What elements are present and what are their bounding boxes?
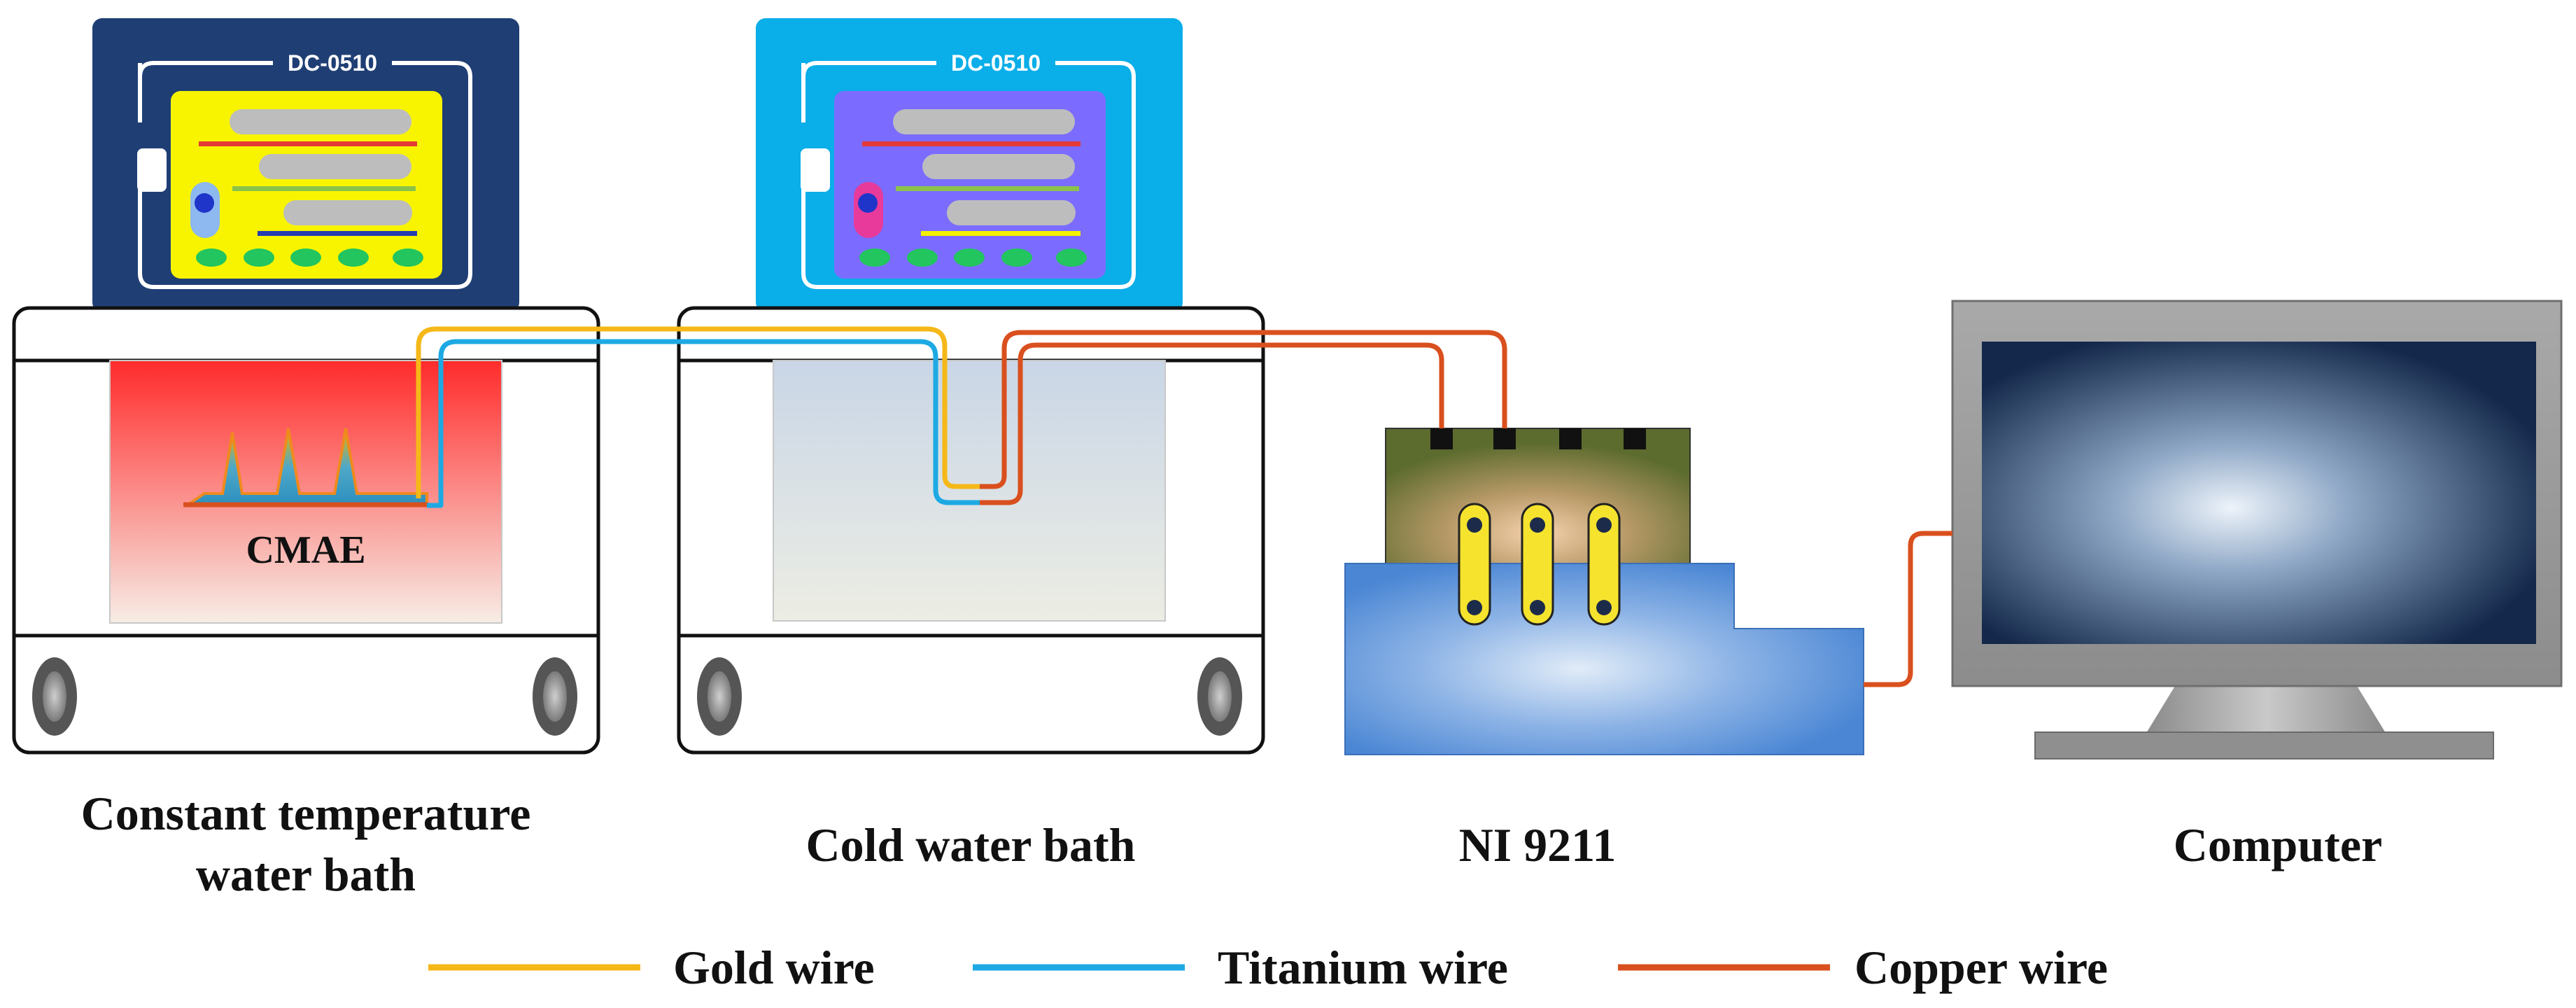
controller-cold-tab [801,148,830,192]
copper-wire-3 [1864,531,1952,687]
monitor-base [2034,732,2494,760]
computer-monitor [1951,300,2563,760]
hot-bath-water [109,360,502,624]
controller-cold-frame [801,61,1136,289]
copper-wire-1 [980,330,1507,489]
cold-bath-water [773,360,1166,622]
controller-cold: DC-0510 [756,18,1183,312]
controller-hot-model: DC-0510 [288,50,377,76]
controller-cold-knob [858,193,878,213]
legend-copper-label: Copper wire [1854,941,2108,994]
hot-bath-caption-line2: water bath [196,848,416,901]
controller-hot-frame [138,61,472,289]
cold-bath-caption: Cold water bath [806,818,1136,872]
monitor-stand [2144,686,2388,736]
cold-water-bath [677,306,1265,755]
copper-wire-2 [980,342,1444,505]
legend-titanium-label: Titanium wire [1218,941,1508,994]
daq-caption: NI 9211 [1459,818,1617,872]
controller-cold-model: DC-0510 [951,50,1041,76]
legend-gold-label: Gold wire [673,941,875,994]
gold-wire [416,326,980,498]
controller-hot-buttons [196,248,423,267]
controller-hot-knob [195,193,214,213]
wires [416,326,1952,687]
controller-hot-tab [137,148,167,192]
controller-cold-buttons [859,248,1087,267]
monitor-screen [1982,342,2536,644]
daq-screw-terminals [1458,503,1621,626]
legend: Gold wire Titanium wire Copper wire [428,941,2108,994]
hot-water-bath: CMAE [12,306,600,755]
titanium-wire [427,339,980,508]
hot-bath-caption-line1: Constant temperature [81,787,531,840]
ni-9211-module [1344,428,1864,755]
cmae-sample [188,428,428,507]
controller-hot: DC-0510 [92,18,519,312]
sample-label: CMAE [246,528,365,572]
computer-caption: Computer [2174,818,2382,872]
